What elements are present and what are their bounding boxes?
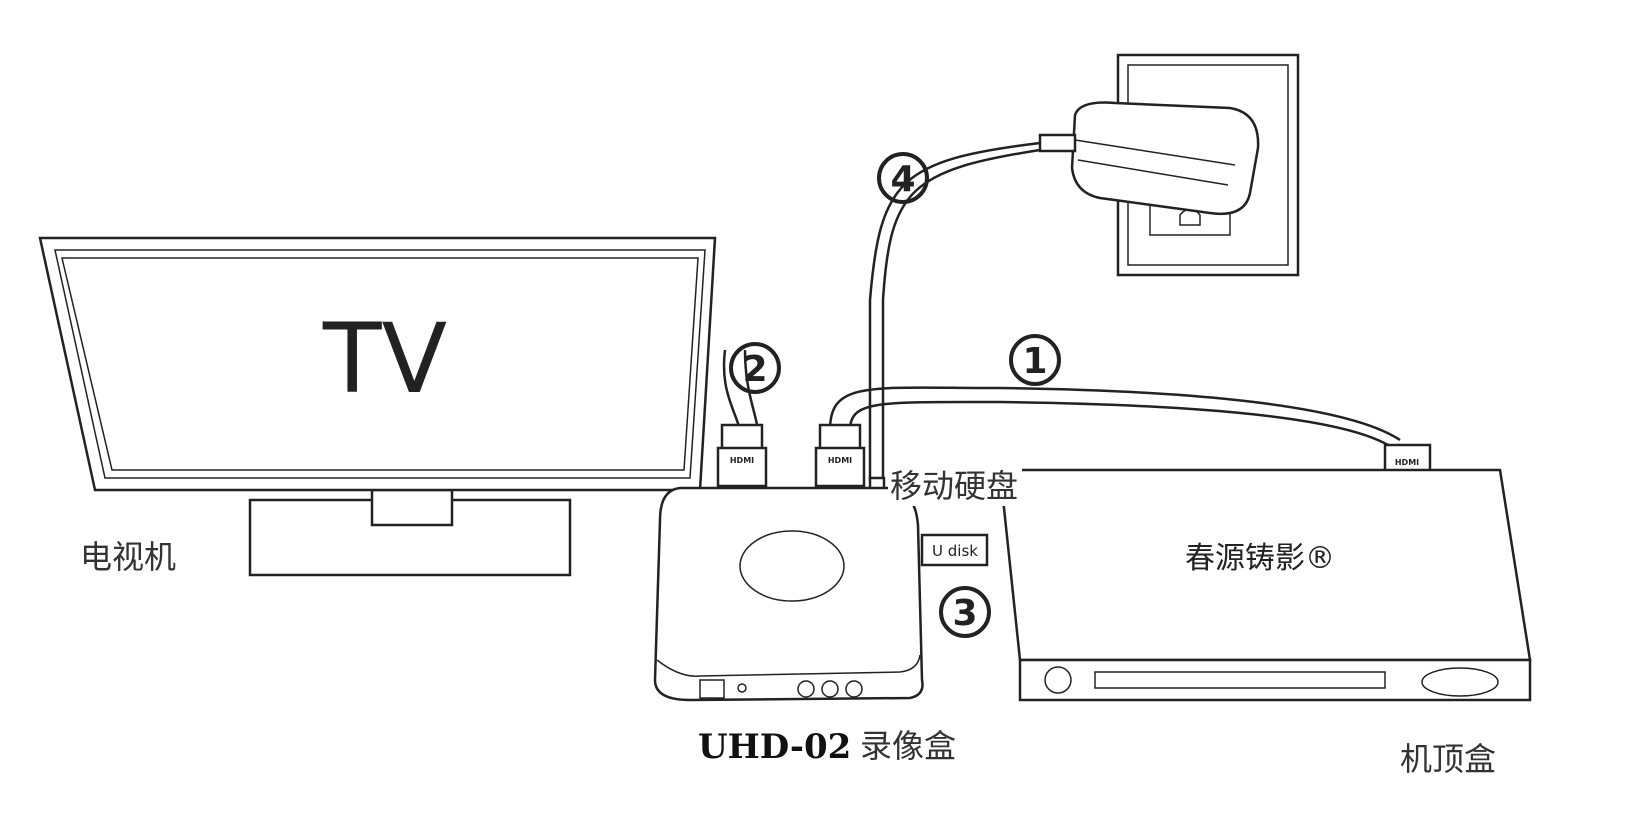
hdmi-connector-recorder: HDMI xyxy=(814,423,866,488)
power-cable-inner xyxy=(881,148,1041,480)
tv-stand-neck xyxy=(370,488,454,527)
disc-slot xyxy=(1094,671,1386,689)
hdmi-text: HDMI xyxy=(828,456,852,465)
tv-stand-base xyxy=(248,498,572,577)
power-cable xyxy=(868,141,1041,480)
step-number: 2 xyxy=(742,349,767,390)
hdmi-connector-tv: HDMI xyxy=(716,423,768,488)
power-adapter xyxy=(1038,101,1260,216)
step-number: 1 xyxy=(1022,341,1047,382)
set-top-box: HDMI 春源铸影® xyxy=(998,443,1532,702)
brand-logo: 春源铸影® xyxy=(1185,541,1335,576)
u-disk xyxy=(920,533,989,567)
step-number: 3 xyxy=(952,593,977,634)
control-buttons xyxy=(1421,667,1499,697)
hdmi-text: HDMI xyxy=(1395,458,1419,467)
recorder-box xyxy=(653,486,924,702)
tv-screen-text: TV xyxy=(322,303,447,415)
step-4: 4 xyxy=(877,152,929,204)
recorder-model: UHD-02 xyxy=(698,727,851,767)
recorder-label: 录像盒 xyxy=(860,727,956,765)
usb-port xyxy=(699,679,725,699)
hard-disk-label-backing xyxy=(888,466,1022,506)
step-1: 1 xyxy=(1009,334,1061,386)
hdmi-cable-1 xyxy=(828,386,1401,442)
tv-label: 电视机 xyxy=(80,538,176,576)
step-2: 2 xyxy=(729,342,781,394)
tv: TV xyxy=(38,236,717,577)
hard-disk-label: 移动硬盘 xyxy=(890,467,1018,505)
set-top-box-label: 机顶盒 xyxy=(1400,740,1496,778)
power-button xyxy=(1044,666,1072,694)
step-number: 4 xyxy=(890,159,915,200)
hdmi-text: HDMI xyxy=(730,456,754,465)
hdmi-cable-1-inner xyxy=(848,400,1389,447)
step-3: 3 xyxy=(939,586,991,638)
u-disk-label: U disk xyxy=(932,542,978,560)
